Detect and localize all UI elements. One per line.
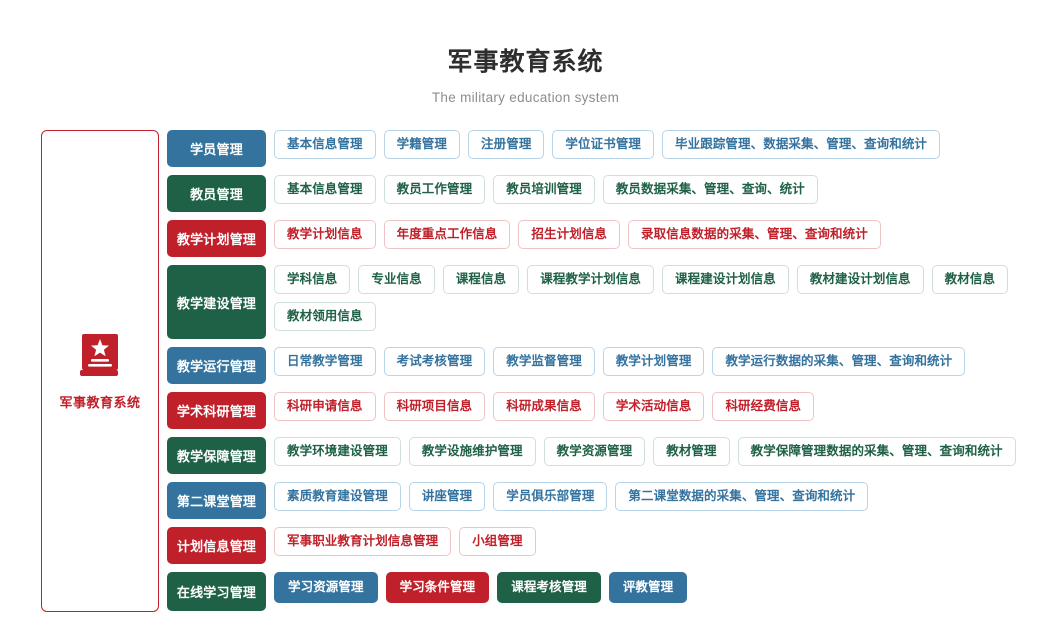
module-item-button[interactable]: 学术活动信息 — [602, 392, 705, 421]
module-item-list: 军事职业教育计划信息管理小组管理 — [274, 527, 1034, 564]
category-button[interactable]: 第二课堂管理 — [167, 482, 266, 519]
module-item-button[interactable]: 教材管理 — [653, 437, 730, 466]
module-item-button[interactable]: 评教管理 — [608, 572, 688, 603]
module-item-button[interactable]: 年度重点工作信息 — [383, 220, 511, 249]
page-header: 军事教育系统 The military education system — [0, 0, 1051, 105]
content-area: 军事教育系统 学员管理基本信息管理学籍管理注册管理学位证书管理毕业跟踪管理、数据… — [0, 105, 1051, 612]
module-item-list: 教学环境建设管理教学设施维护管理教学资源管理教材管理教学保障管理数据的采集、管理… — [274, 437, 1034, 474]
module-item-button[interactable]: 学位证书管理 — [552, 130, 655, 159]
module-item-button[interactable]: 教学环境建设管理 — [274, 437, 401, 466]
module-row: 学术科研管理科研申请信息科研项目信息科研成果信息学术活动信息科研经费信息 — [167, 392, 1034, 429]
module-item-button[interactable]: 教材建设计划信息 — [796, 265, 924, 294]
module-item-button[interactable]: 教学监督管理 — [493, 347, 595, 376]
category-button[interactable]: 教学计划管理 — [167, 220, 266, 257]
module-row: 在线学习管理学习资源管理学习条件管理课程考核管理评教管理 — [167, 572, 1034, 611]
category-button[interactable]: 计划信息管理 — [167, 527, 266, 564]
sidebar-brand-label: 军事教育系统 — [59, 394, 141, 410]
module-item-list: 基本信息管理学籍管理注册管理学位证书管理毕业跟踪管理、数据采集、管理、查询和统计 — [274, 130, 1034, 167]
module-item-button[interactable]: 专业信息 — [358, 265, 435, 294]
module-item-button[interactable]: 教员数据采集、管理、查询、统计 — [602, 175, 818, 204]
sidebar-brand-panel[interactable]: 军事教育系统 — [41, 130, 159, 612]
category-button[interactable]: 教学保障管理 — [167, 437, 266, 474]
module-item-list: 素质教育建设管理讲座管理学员俱乐部管理第二课堂数据的采集、管理、查询和统计 — [274, 482, 1034, 519]
module-item-button[interactable]: 素质教育建设管理 — [274, 482, 401, 511]
module-item-button[interactable]: 考试考核管理 — [383, 347, 486, 376]
category-button[interactable]: 学术科研管理 — [167, 392, 266, 429]
module-item-button[interactable]: 课程考核管理 — [497, 572, 601, 603]
module-item-button[interactable]: 课程建设计划信息 — [662, 265, 789, 294]
module-item-button[interactable]: 课程教学计划信息 — [527, 265, 655, 294]
module-row: 教学保障管理教学环境建设管理教学设施维护管理教学资源管理教材管理教学保障管理数据… — [167, 437, 1034, 474]
module-item-button[interactable]: 教学计划信息 — [274, 220, 376, 249]
category-button[interactable]: 在线学习管理 — [167, 572, 266, 611]
module-item-list: 日常教学管理考试考核管理教学监督管理教学计划管理教学运行数据的采集、管理、查询和… — [274, 347, 1034, 384]
module-item-button[interactable]: 教材信息 — [931, 265, 1009, 294]
module-item-button[interactable]: 录取信息数据的采集、管理、查询和统计 — [628, 220, 881, 249]
module-item-button[interactable]: 科研成果信息 — [493, 392, 595, 421]
module-rows: 学员管理基本信息管理学籍管理注册管理学位证书管理毕业跟踪管理、数据采集、管理、查… — [167, 130, 1034, 611]
module-item-button[interactable]: 学习条件管理 — [385, 572, 490, 603]
module-item-list: 科研申请信息科研项目信息科研成果信息学术活动信息科研经费信息 — [274, 392, 1034, 429]
category-button[interactable]: 教学建设管理 — [167, 265, 266, 339]
module-item-button[interactable]: 军事职业教育计划信息管理 — [274, 527, 452, 556]
module-row: 教学计划管理教学计划信息年度重点工作信息招生计划信息录取信息数据的采集、管理、查… — [167, 220, 1034, 257]
category-button[interactable]: 教学运行管理 — [167, 347, 266, 384]
module-item-button[interactable]: 教员培训管理 — [493, 175, 595, 204]
module-item-button[interactable]: 科研申请信息 — [274, 392, 376, 421]
module-item-button[interactable]: 教学计划管理 — [602, 347, 705, 376]
module-row: 教学建设管理学科信息专业信息课程信息课程教学计划信息课程建设计划信息教材建设计划… — [167, 265, 1034, 339]
module-item-button[interactable]: 第二课堂数据的采集、管理、查询和统计 — [615, 482, 869, 511]
module-item-button[interactable]: 教材领用信息 — [274, 302, 376, 331]
module-item-button[interactable]: 教学保障管理数据的采集、管理、查询和统计 — [737, 437, 1016, 466]
module-item-button[interactable]: 教学运行数据的采集、管理、查询和统计 — [712, 347, 966, 376]
module-row: 计划信息管理军事职业教育计划信息管理小组管理 — [167, 527, 1034, 564]
module-item-list: 学习资源管理学习条件管理课程考核管理评教管理 — [274, 572, 1034, 611]
module-item-button[interactable]: 学员俱乐部管理 — [493, 482, 608, 511]
module-item-button[interactable]: 科研经费信息 — [712, 392, 815, 421]
book-star-icon — [78, 332, 122, 383]
module-item-button[interactable]: 教学资源管理 — [543, 437, 646, 466]
module-row: 学员管理基本信息管理学籍管理注册管理学位证书管理毕业跟踪管理、数据采集、管理、查… — [167, 130, 1034, 167]
category-button[interactable]: 教员管理 — [167, 175, 266, 212]
module-item-button[interactable]: 日常教学管理 — [274, 347, 376, 376]
module-item-button[interactable]: 学籍管理 — [383, 130, 461, 159]
module-row: 教员管理基本信息管理教员工作管理教员培训管理教员数据采集、管理、查询、统计 — [167, 175, 1034, 212]
module-item-button[interactable]: 小组管理 — [459, 527, 536, 556]
page-title: 军事教育系统 — [447, 48, 604, 76]
module-item-button[interactable]: 学习资源管理 — [274, 572, 378, 603]
module-item-list: 教学计划信息年度重点工作信息招生计划信息录取信息数据的采集、管理、查询和统计 — [274, 220, 1034, 257]
module-item-button[interactable]: 注册管理 — [468, 130, 545, 159]
module-item-button[interactable]: 基本信息管理 — [274, 175, 376, 204]
module-item-button[interactable]: 教学设施维护管理 — [408, 437, 536, 466]
module-item-button[interactable]: 招生计划信息 — [518, 220, 621, 249]
module-item-button[interactable]: 学科信息 — [274, 265, 351, 294]
category-button[interactable]: 学员管理 — [167, 130, 266, 167]
module-item-button[interactable]: 毕业跟踪管理、数据采集、管理、查询和统计 — [662, 130, 941, 159]
module-row: 第二课堂管理素质教育建设管理讲座管理学员俱乐部管理第二课堂数据的采集、管理、查询… — [167, 482, 1034, 519]
module-item-button[interactable]: 基本信息管理 — [274, 130, 376, 159]
module-row: 教学运行管理日常教学管理考试考核管理教学监督管理教学计划管理教学运行数据的采集、… — [167, 347, 1034, 384]
module-item-button[interactable]: 课程信息 — [442, 265, 520, 294]
module-item-button[interactable]: 教员工作管理 — [383, 175, 486, 204]
module-item-list: 基本信息管理教员工作管理教员培训管理教员数据采集、管理、查询、统计 — [274, 175, 1034, 212]
module-item-button[interactable]: 科研项目信息 — [383, 392, 486, 421]
page-subtitle: The military education system — [431, 90, 620, 105]
module-item-list: 学科信息专业信息课程信息课程教学计划信息课程建设计划信息教材建设计划信息教材信息… — [274, 265, 1034, 339]
module-item-button[interactable]: 讲座管理 — [408, 482, 486, 511]
